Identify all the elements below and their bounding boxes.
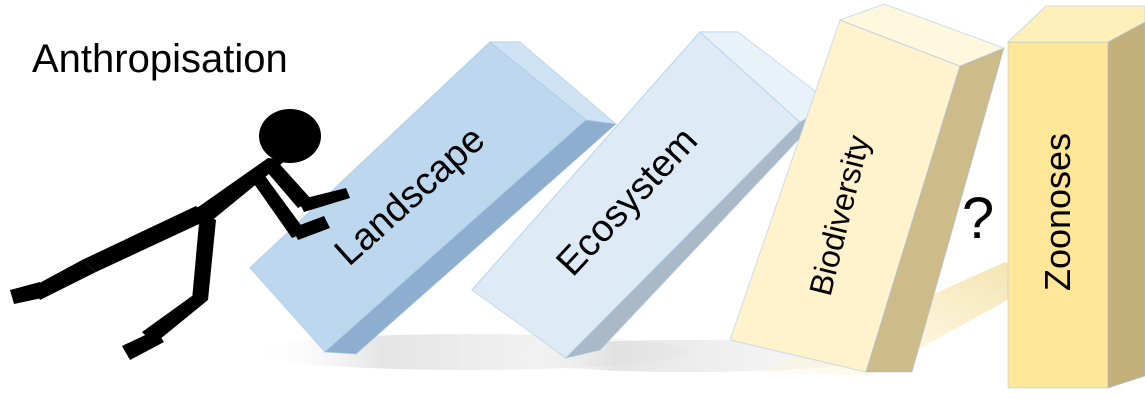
domino-zoonoses-side bbox=[1107, 21, 1145, 389]
person-front-shin bbox=[142, 296, 208, 344]
domino-biodiversity: Biodiversity bbox=[729, 3, 1006, 373]
person-front-foot bbox=[122, 330, 164, 360]
domino-landscape-topface bbox=[488, 41, 618, 125]
domino-zoonoses-topface bbox=[1006, 5, 1145, 43]
person-back-foot bbox=[10, 282, 42, 304]
person-forearm bbox=[298, 188, 350, 212]
pushing-person-icon bbox=[10, 109, 350, 360]
diagram-title: Anthropisation bbox=[32, 37, 288, 81]
person-back-thigh bbox=[82, 206, 212, 272]
question-mark: ? bbox=[962, 186, 994, 251]
person-head bbox=[259, 109, 321, 163]
domino-zoonoses-label: Zoonoses bbox=[1037, 133, 1078, 291]
domino-biodiversity-topface bbox=[838, 3, 1006, 67]
person-arm-upper bbox=[262, 160, 312, 208]
person-back-shin bbox=[34, 260, 96, 300]
person-arm-2 bbox=[250, 172, 306, 238]
person-front-thigh bbox=[192, 212, 216, 300]
domino-zoonoses: Zoonoses bbox=[1006, 5, 1145, 389]
person-hand-2 bbox=[292, 216, 330, 240]
